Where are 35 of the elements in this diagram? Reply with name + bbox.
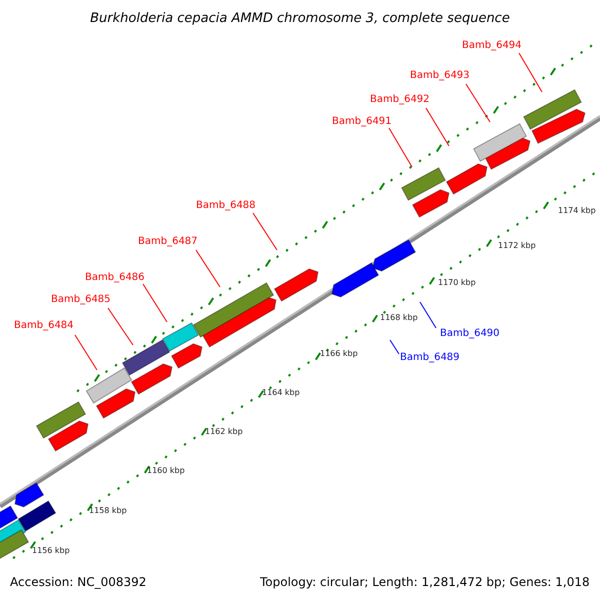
title: Burkholderia cepacia AMMD chromosome 3, complete sequence bbox=[89, 12, 511, 25]
gene-label: Bamb_6490 bbox=[440, 329, 500, 339]
footer-text: Topology: circular; Length: 1,281,472 bp; Genes: 1,018 bbox=[260, 576, 590, 588]
gene-label: Bamb_6492 bbox=[370, 95, 430, 105]
scale-label: 1160 kbp bbox=[147, 467, 185, 475]
leader-line bbox=[420, 302, 436, 328]
gene-label: Bamb_6486 bbox=[85, 273, 145, 283]
gene-label: Bamb_6489 bbox=[400, 353, 460, 363]
scale-label: 1172 kbp bbox=[498, 242, 536, 250]
scale-label: 1166 kbp bbox=[320, 350, 358, 358]
gene-label: Bamb_6493 bbox=[410, 71, 470, 81]
leader-line bbox=[108, 308, 134, 346]
leader-line bbox=[388, 128, 412, 168]
scale-label: 1162 kbp bbox=[205, 428, 243, 436]
scale-label: 1158 kbp bbox=[89, 507, 127, 515]
gene-label: Bamb_6494 bbox=[462, 41, 522, 51]
leader-line bbox=[426, 108, 450, 146]
scale-label: 1168 kbp bbox=[380, 314, 418, 322]
scale-label: 1164 kbp bbox=[262, 389, 300, 397]
gene-label: Bamb_6487 bbox=[138, 237, 198, 247]
gene-label: Bamb_6488 bbox=[196, 201, 256, 211]
leader-line bbox=[74, 334, 98, 370]
footer-text: Accession: NC_008392 bbox=[10, 576, 146, 588]
scale-label: 1174 kbp bbox=[558, 207, 596, 215]
scale-label: 1170 kbp bbox=[438, 279, 476, 287]
leader-line bbox=[196, 250, 220, 288]
gene-label: Bamb_6491 bbox=[332, 117, 392, 127]
leader-line bbox=[252, 212, 278, 250]
gene-label: Bamb_6485 bbox=[51, 295, 111, 305]
scale-label: 1156 kbp bbox=[32, 547, 70, 555]
leader-line bbox=[466, 84, 490, 122]
leader-line bbox=[518, 52, 542, 92]
leader-line bbox=[142, 284, 168, 322]
gene-label: Bamb_6484 bbox=[14, 321, 74, 331]
leader-line bbox=[390, 340, 400, 354]
